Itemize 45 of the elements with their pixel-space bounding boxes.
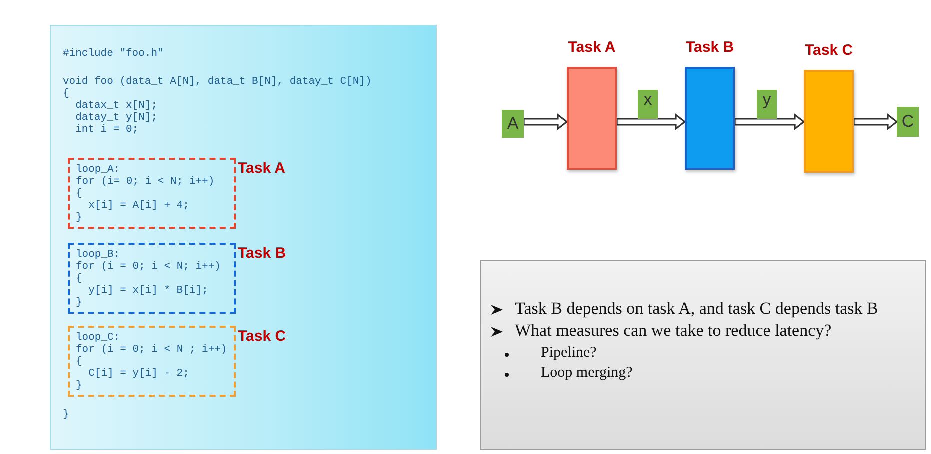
hollow-arrow	[616, 113, 686, 131]
code-line: {	[76, 356, 84, 368]
task-heading: Task B	[238, 245, 286, 262]
code-line: for (i = 0; i < N ; i++)	[76, 344, 228, 356]
task-heading: Task C	[804, 42, 854, 59]
code-line: datay_t y[N];	[74, 112, 158, 124]
code-line: loop_B:	[76, 249, 122, 261]
code-line: }	[76, 297, 84, 309]
code-line: void foo (data_t A[N], data_t B[N], datay_t C[N])	[63, 76, 372, 88]
code-line: y[i] = x[i] * B[i];	[88, 285, 210, 297]
task-heading: Task B	[686, 39, 734, 56]
code-line: loop_A:	[76, 164, 122, 176]
bullet-text: Task B depends on task A, and task C depends task B	[515, 299, 878, 320]
bullet-text: Loop merging?	[541, 364, 633, 383]
task-heading: Task C	[238, 328, 286, 345]
data-tag: C	[897, 107, 919, 137]
code-line: x[i] = A[i] + 4;	[88, 200, 190, 212]
code-line: C[i] = y[i] - 2;	[88, 368, 190, 380]
task-block	[685, 67, 735, 170]
task-heading: Task A	[238, 160, 286, 177]
code-line: int i = 0;	[74, 124, 139, 136]
code-line: loop_C:	[76, 332, 122, 344]
data-tag: y	[757, 90, 777, 119]
hollow-arrow	[523, 113, 568, 131]
code-line: }	[76, 380, 84, 392]
code-line: for (i = 0; i < N; i++)	[76, 261, 222, 273]
task-heading: Task A	[568, 39, 616, 56]
code-line: }	[76, 212, 84, 224]
code-line: {	[76, 273, 84, 285]
code-line: datax_t x[N];	[74, 100, 158, 112]
data-tag: A	[502, 110, 524, 138]
code-line: {	[76, 188, 84, 200]
code-panel	[50, 25, 437, 450]
hollow-arrow	[734, 113, 806, 131]
code-line: }	[63, 409, 70, 421]
hollow-arrow	[853, 113, 898, 131]
task-block	[567, 67, 617, 170]
code-line: #include "foo.h"	[63, 48, 164, 60]
notes-panel	[480, 260, 926, 450]
code-line: for (i= 0; i < N; i++)	[76, 176, 216, 188]
task-block	[804, 70, 854, 173]
data-tag: x	[638, 90, 658, 119]
bullet-text: Pipeline?	[541, 344, 597, 363]
code-line: {	[63, 88, 70, 100]
bullet-text: What measures can we take to reduce latency?	[515, 321, 832, 342]
